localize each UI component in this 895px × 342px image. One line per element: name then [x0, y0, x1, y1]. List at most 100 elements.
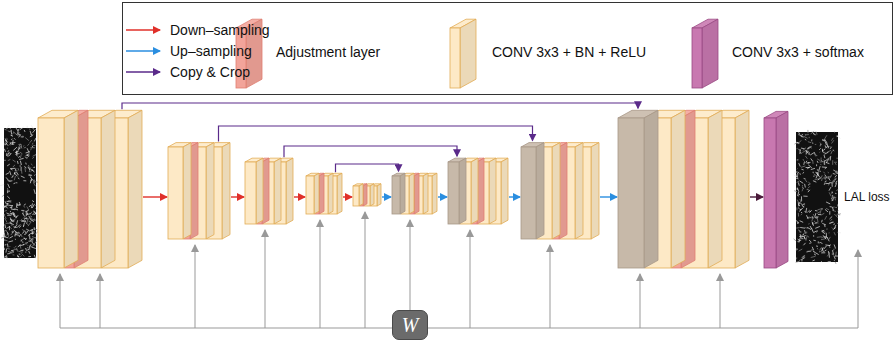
- image-texture: [29, 216, 30, 219]
- image-texture: [33, 155, 36, 157]
- image-texture: [817, 248, 819, 249]
- image-texture: [798, 192, 799, 196]
- image-texture: [31, 164, 33, 166]
- image-texture: [34, 189, 35, 194]
- image-texture: [800, 209, 802, 211]
- image-texture: [23, 145, 24, 147]
- weight-symbol: W: [402, 314, 419, 336]
- image-texture: [2, 195, 4, 197]
- image-texture: [32, 245, 35, 247]
- image-texture: [818, 241, 819, 243]
- image-texture: [798, 182, 800, 185]
- image-texture: [809, 240, 811, 242]
- image-texture: [21, 218, 22, 220]
- image-texture: [6, 223, 11, 224]
- image-texture: [828, 252, 829, 254]
- image-texture: [20, 166, 21, 167]
- image-texture: [832, 210, 836, 211]
- image-texture: [17, 256, 19, 258]
- image-texture: [796, 142, 798, 144]
- image-texture: [821, 261, 823, 262]
- image-texture: [800, 237, 803, 238]
- image-texture: [832, 250, 833, 254]
- image-texture: [833, 223, 835, 225]
- image-texture: [808, 184, 810, 185]
- image-texture: [835, 181, 837, 184]
- image-texture: [796, 148, 797, 150]
- image-texture: [794, 175, 798, 178]
- image-texture: [794, 171, 797, 172]
- image-texture: [802, 204, 804, 207]
- image-texture: [815, 155, 817, 157]
- image-texture: [835, 172, 838, 174]
- image-texture: [824, 246, 827, 250]
- image-texture: [32, 157, 34, 159]
- image-texture: [12, 176, 14, 177]
- weight-arrow: [195, 245, 196, 328]
- image-texture: [796, 207, 797, 210]
- image-texture: [824, 183, 825, 185]
- image-texture: [800, 135, 802, 138]
- slab-front: [245, 162, 256, 224]
- image-texture: [5, 142, 8, 145]
- image-texture: [811, 256, 816, 257]
- image-texture: [27, 244, 29, 246]
- feature-block: [392, 173, 437, 214]
- image-texture: [27, 242, 28, 243]
- image-texture: [21, 220, 24, 221]
- image-texture: [796, 257, 797, 259]
- slab-side: [776, 111, 788, 268]
- image-texture: [13, 219, 15, 221]
- image-texture: [5, 218, 7, 222]
- image-texture: [9, 180, 13, 181]
- image-texture: [27, 148, 29, 152]
- image-texture: [7, 248, 10, 250]
- image-texture: [20, 136, 23, 138]
- image-texture: [829, 146, 831, 147]
- image-texture: [823, 235, 826, 239]
- image-texture: [34, 211, 37, 214]
- image-texture: [794, 142, 797, 144]
- image-texture: [32, 146, 34, 148]
- image-texture: [7, 196, 10, 198]
- image-texture: [834, 131, 835, 133]
- image-texture: [815, 217, 816, 219]
- legend-arrow: [126, 29, 160, 31]
- image-texture: [825, 244, 830, 246]
- image-texture: [822, 230, 825, 231]
- image-texture: [794, 191, 797, 192]
- slab-front: [521, 147, 536, 239]
- image-texture: [829, 182, 833, 183]
- image-texture: [821, 238, 825, 240]
- image-texture: [815, 253, 818, 255]
- image-texture: [17, 168, 19, 170]
- image-texture: [6, 138, 8, 140]
- image-texture: [7, 244, 9, 248]
- image-texture: [819, 151, 821, 153]
- image-texture: [5, 201, 7, 204]
- image-texture: [801, 134, 802, 136]
- image-texture: [802, 188, 803, 192]
- image-texture: [799, 163, 801, 167]
- image-texture: [16, 153, 20, 154]
- slab-side: [735, 110, 749, 268]
- image-texture: [799, 249, 803, 251]
- image-texture: [25, 248, 27, 251]
- image-texture: [33, 228, 37, 230]
- slab-side: [274, 158, 281, 224]
- image-texture: [802, 185, 803, 186]
- image-texture: [797, 181, 800, 182]
- image-texture: [818, 177, 822, 180]
- feature-block: [353, 184, 381, 206]
- image-texture: [22, 230, 26, 232]
- legend-text: CONV 3x3 + softmax: [732, 44, 864, 61]
- loss-label: LAL loss: [844, 190, 890, 204]
- image-texture: [27, 144, 29, 146]
- image-texture: [20, 238, 24, 241]
- image-texture: [28, 249, 30, 250]
- image-texture: [31, 218, 35, 220]
- image-texture: [804, 236, 806, 239]
- image-texture: [26, 229, 29, 231]
- image-texture: [15, 209, 19, 211]
- image-texture: [801, 166, 805, 167]
